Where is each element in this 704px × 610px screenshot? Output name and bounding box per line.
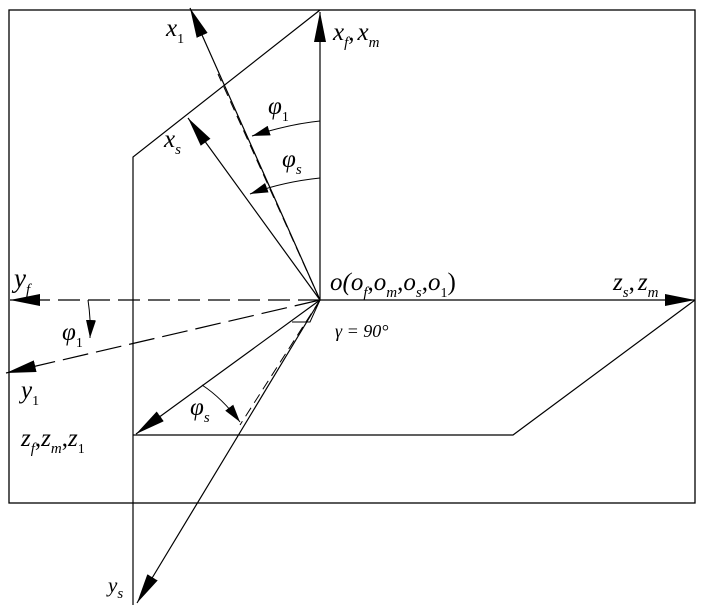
label-gamma: γ = 90° — [335, 321, 388, 341]
outer-frame — [8, 9, 696, 504]
projection-guide-2 — [239, 299, 321, 426]
arc-phi1-left — [86, 299, 96, 339]
axis-xs — [187, 117, 321, 301]
label-zs-zm: zs,zm — [612, 269, 659, 301]
label-xs: xs — [163, 126, 181, 158]
label-phi1-top: φ1 — [268, 93, 289, 125]
label-xf-xm: xf,xm — [332, 19, 380, 51]
axis-ys — [136, 299, 321, 604]
label-y1: y1 — [18, 377, 39, 409]
axis-y1 — [5, 299, 321, 374]
right-angle-marker — [292, 299, 321, 323]
arc-phis-bottom — [201, 384, 241, 423]
horizontal-plane-outline — [133, 299, 696, 436]
arc-phi1-top — [251, 120, 321, 137]
axis-x1 — [189, 7, 321, 301]
label-x1: x1 — [165, 15, 184, 47]
label-yf: yf — [11, 263, 32, 298]
label-origin: o(of,om,os,o1) — [330, 269, 456, 301]
axis-zf-zm-z1 — [135, 299, 321, 435]
label-zf-zm-z1: zf,zm,z1 — [20, 425, 85, 457]
projection-guide-1 — [217, 73, 321, 301]
vertical-plane-outline — [132, 9, 321, 605]
label-phi1-left: φ1 — [62, 319, 83, 351]
label-phis-bottom: φs — [190, 394, 210, 426]
label-phis-top: φs — [282, 146, 302, 178]
label-ys: ys — [106, 573, 123, 602]
arc-phis-top — [249, 177, 321, 195]
